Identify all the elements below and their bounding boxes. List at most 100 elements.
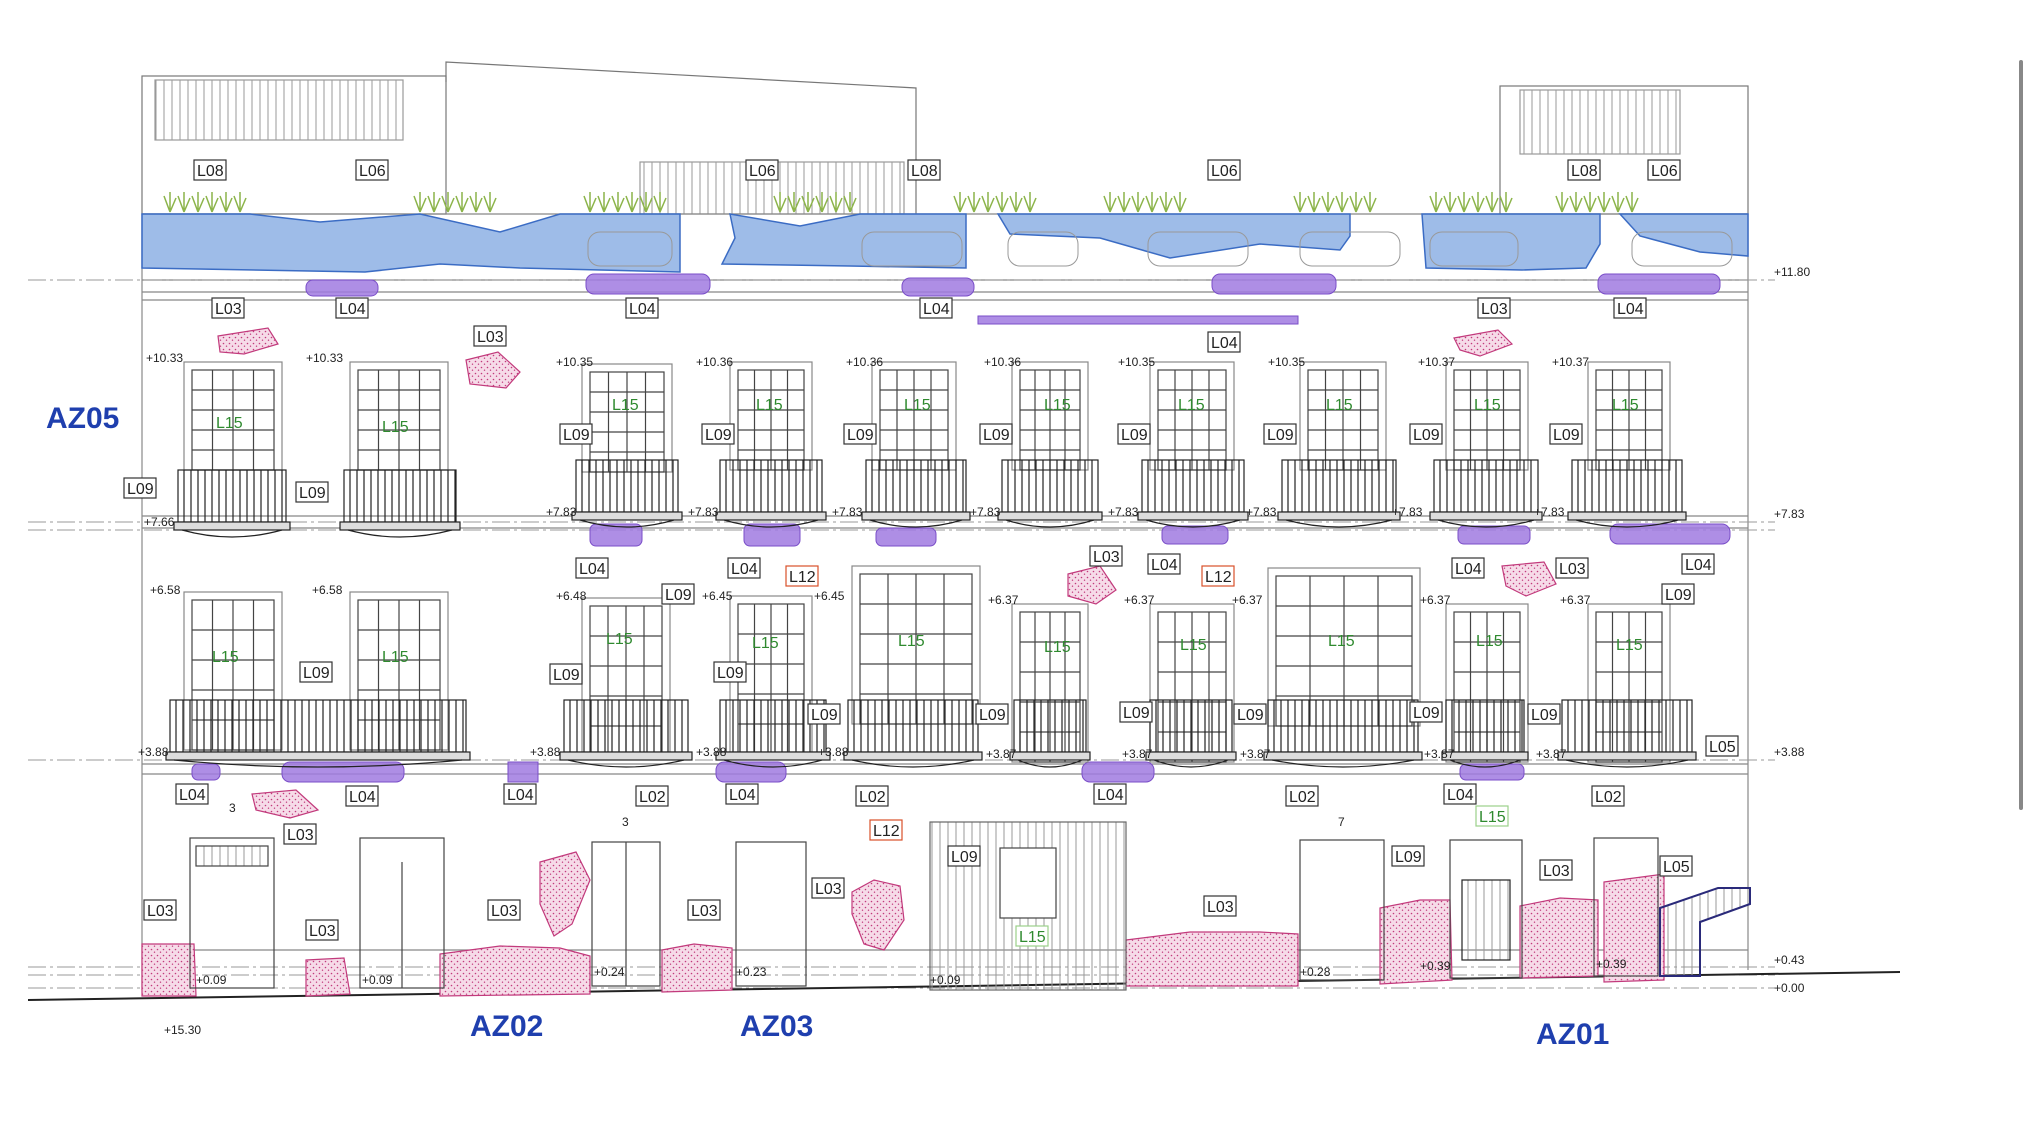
tag-l15-win-10: L15 bbox=[1612, 397, 1639, 414]
tag-l03-14: L03 bbox=[1477, 297, 1511, 319]
middle-balcony-3 bbox=[715, 699, 831, 768]
tag-l02-51: L02 bbox=[635, 785, 669, 807]
tag-l08-6: L08 bbox=[1567, 159, 1601, 181]
upper-balcony-9 bbox=[1429, 459, 1543, 528]
zone-az03: AZ03 bbox=[740, 1010, 813, 1043]
svg-text:L09: L09 bbox=[1267, 427, 1294, 444]
plant-2 bbox=[413, 192, 497, 213]
tag-l04-9: L04 bbox=[335, 297, 369, 319]
tag-l04-55: L04 bbox=[1443, 783, 1477, 805]
tag-l12-58: L12 bbox=[869, 819, 903, 841]
door-7 bbox=[1299, 839, 1385, 981]
svg-text:L04: L04 bbox=[339, 301, 366, 318]
lvl-ground-6: +0.28 bbox=[1300, 965, 1331, 979]
svg-text:L03: L03 bbox=[1481, 301, 1508, 318]
svg-text:L09: L09 bbox=[847, 427, 874, 444]
tag-l04-27: L04 bbox=[727, 557, 761, 579]
plant-9 bbox=[1555, 192, 1639, 213]
svg-text:L08: L08 bbox=[911, 163, 938, 180]
lvl-bal-low-2: +3.88 bbox=[530, 745, 561, 759]
lvl-ground-4: +0.23 bbox=[736, 965, 767, 979]
lvl-bal-low-8: +3.87 bbox=[1424, 747, 1455, 761]
tag-l12-33: L12 bbox=[785, 565, 819, 587]
svg-text:L04: L04 bbox=[1617, 301, 1644, 318]
lvl-bal-low-4: +3.88 bbox=[818, 745, 849, 759]
upper-window-7 bbox=[1149, 361, 1235, 471]
tag-l15-win-9: L15 bbox=[1474, 397, 1501, 414]
svg-text:L04: L04 bbox=[1685, 557, 1712, 574]
tag-l04-48: L04 bbox=[345, 785, 379, 807]
tag-l15-win-4: L15 bbox=[756, 397, 783, 414]
tag-l09-17: L09 bbox=[701, 423, 735, 445]
svg-text:L03: L03 bbox=[287, 827, 314, 844]
svg-text:L09: L09 bbox=[303, 665, 330, 682]
upper-balcony-5 bbox=[861, 459, 971, 528]
plant-1 bbox=[163, 192, 247, 213]
tag-l03-69: L03 bbox=[1539, 859, 1573, 881]
plant-6 bbox=[1103, 192, 1187, 213]
svg-text:L03: L03 bbox=[147, 903, 174, 920]
plant-7 bbox=[1293, 192, 1377, 213]
middle-balcony-2 bbox=[559, 699, 693, 768]
svg-text:L09: L09 bbox=[1413, 705, 1440, 722]
svg-text:L12: L12 bbox=[1205, 569, 1232, 586]
plant-3 bbox=[583, 192, 667, 213]
tag-l15-win-20: L15 bbox=[1616, 637, 1643, 654]
lvl-upper-6: +10.36 bbox=[984, 355, 1021, 369]
upper-window-4 bbox=[729, 361, 813, 471]
lvl-bal-low-5: +3.87 bbox=[986, 747, 1017, 761]
tag-l04-50: L04 bbox=[725, 783, 759, 805]
lvl-bal-up-8: +7.83 bbox=[1392, 505, 1423, 519]
tag-l04-12: L04 bbox=[919, 297, 953, 319]
tag-l04-11: L04 bbox=[625, 297, 659, 319]
lvl-bal-up-3: +7.83 bbox=[688, 505, 719, 519]
lvl-bal-low-6: +3.87 bbox=[1122, 747, 1153, 761]
lvl-ground-8: +0.39 bbox=[1596, 957, 1627, 971]
plant-4 bbox=[773, 192, 857, 213]
lvl-bal-up-7: +7.83 bbox=[1246, 505, 1277, 519]
upper-balcony-1 bbox=[173, 469, 291, 538]
svg-text:L06: L06 bbox=[749, 163, 776, 180]
svg-text:L12: L12 bbox=[789, 569, 816, 586]
middle-balcony-8 bbox=[1441, 699, 1529, 768]
tag-l15-win-12: L15 bbox=[382, 649, 409, 666]
tag-l09-23: L09 bbox=[1549, 423, 1583, 445]
svg-text:L02: L02 bbox=[1595, 789, 1622, 806]
tag-l09-68: L09 bbox=[1391, 845, 1425, 867]
svg-text:L15: L15 bbox=[1479, 809, 1506, 826]
lvl-ground-5: +0.09 bbox=[930, 973, 961, 987]
door-gate bbox=[1449, 839, 1523, 979]
vertical-scrollbar[interactable] bbox=[2019, 60, 2023, 810]
svg-text:L09: L09 bbox=[1123, 705, 1150, 722]
svg-text:L03: L03 bbox=[1093, 549, 1120, 566]
middle-window-7 bbox=[1149, 603, 1235, 763]
lvl-middle-1: +6.58 bbox=[150, 583, 181, 597]
upper-window-3 bbox=[581, 363, 673, 473]
svg-text:L04: L04 bbox=[507, 787, 534, 804]
tag-l12-34: L12 bbox=[1201, 565, 1235, 587]
svg-text:L02: L02 bbox=[639, 789, 666, 806]
roof-plants bbox=[163, 192, 1639, 213]
svg-text:L03: L03 bbox=[1543, 863, 1570, 880]
tag-l09-21: L09 bbox=[1263, 423, 1297, 445]
cornice-panels bbox=[587, 231, 1733, 267]
svg-text:L04: L04 bbox=[729, 787, 756, 804]
tag-l03-67: L03 bbox=[1203, 895, 1237, 917]
tag-l15-59: L15 bbox=[1475, 805, 1509, 827]
plant-8 bbox=[1429, 192, 1513, 213]
lvl-upper-2: +10.33 bbox=[306, 351, 343, 365]
tag-l09-45: L09 bbox=[1661, 583, 1695, 605]
middle-balcony-4 bbox=[843, 699, 983, 768]
ground-doors bbox=[189, 821, 1751, 991]
lvl-bal-low-9: +3.87 bbox=[1536, 747, 1567, 761]
tag-l09-39: L09 bbox=[807, 703, 841, 725]
upper-balcony-10 bbox=[1567, 459, 1687, 528]
blue-zone-2 bbox=[720, 213, 967, 269]
svg-text:L09: L09 bbox=[553, 667, 580, 684]
middle-window-10 bbox=[1587, 603, 1671, 763]
tag-l15-win-18: L15 bbox=[1328, 633, 1355, 650]
tag-l15-win-16: L15 bbox=[1044, 639, 1071, 656]
upper-window-5 bbox=[871, 361, 957, 471]
roof-damage-zones bbox=[141, 213, 1749, 273]
